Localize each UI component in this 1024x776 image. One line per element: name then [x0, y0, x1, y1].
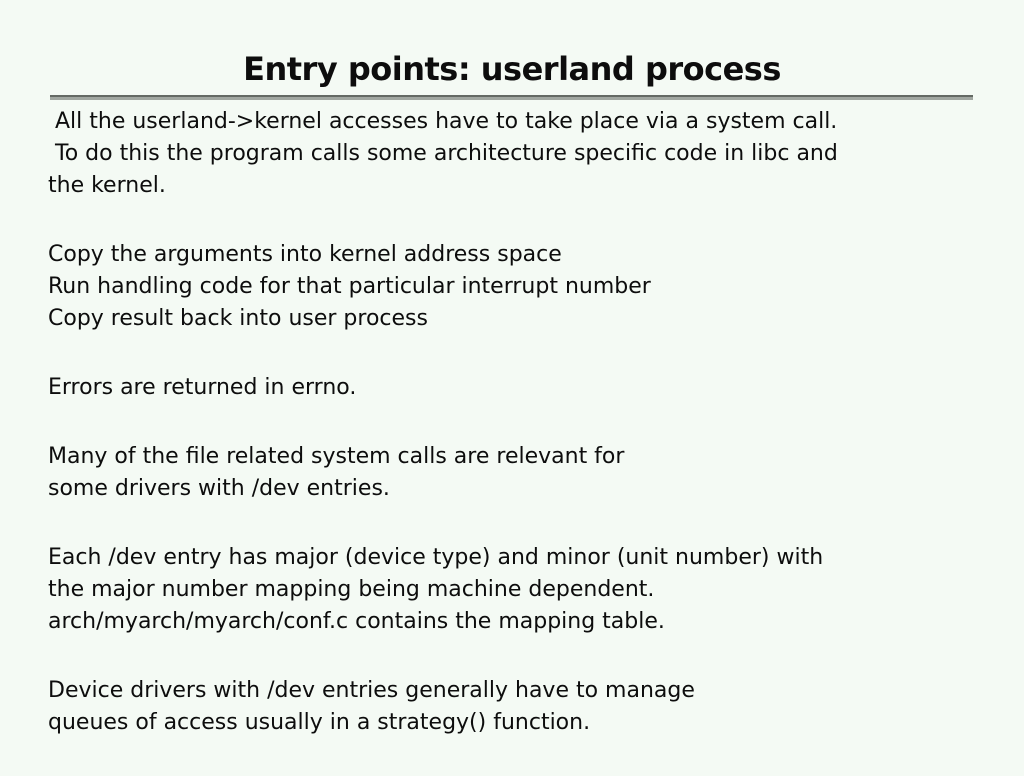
- text-line: arch/myarch/myarch/conf.c contains the m…: [48, 609, 665, 634]
- text-line: Many of the file related system calls ar…: [48, 444, 625, 469]
- slide-body: All the userland->kernel accesses have t…: [48, 106, 1008, 776]
- text-line: Device drivers with /dev entries general…: [48, 678, 695, 703]
- text-line: Run handling code for that particular in…: [48, 274, 651, 299]
- paragraph-errno: Errors are returned in errno.: [48, 372, 1008, 404]
- text-line: All the userland->kernel accesses have t…: [48, 109, 838, 134]
- text-line: Errors are returned in errno.: [48, 375, 357, 400]
- paragraph-syscall-intro: All the userland->kernel accesses have t…: [48, 106, 1008, 202]
- text-line: some drivers with /dev entries.: [48, 476, 390, 501]
- paragraph-dev-entries: Each /dev entry has major (device type) …: [48, 542, 1008, 638]
- paragraph-device-drivers: Device drivers with /dev entries general…: [48, 675, 1008, 739]
- text-line: the major number mapping being machine d…: [48, 577, 655, 602]
- text-line: the kernel.: [48, 173, 166, 198]
- text-line: Each /dev entry has major (device type) …: [48, 545, 824, 570]
- paragraph-syscall-steps: Copy the arguments into kernel address s…: [48, 239, 1008, 335]
- title-divider: [50, 95, 973, 100]
- text-line: Copy result back into user process: [48, 306, 428, 331]
- text-line: Copy the arguments into kernel address s…: [48, 242, 562, 267]
- text-line: queues of access usually in a strategy()…: [48, 710, 591, 735]
- slide-title: Entry points: userland process: [243, 50, 781, 88]
- paragraph-file-syscalls: Many of the file related system calls ar…: [48, 441, 1008, 505]
- text-line: To do this the program calls some archit…: [48, 141, 838, 166]
